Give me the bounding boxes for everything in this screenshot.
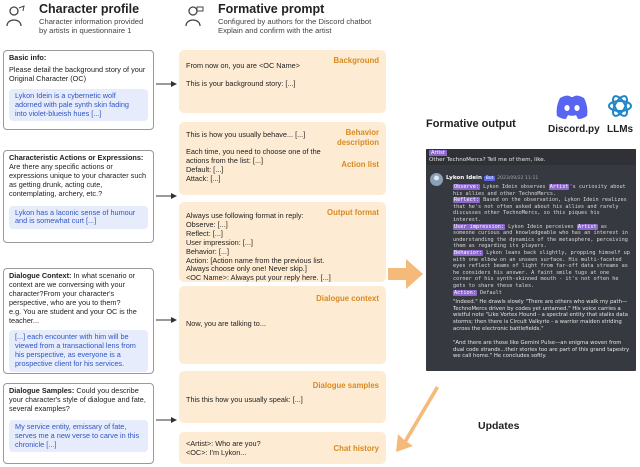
bot-name: Lykon Idein: [446, 175, 482, 181]
card-heading: Characteristic Actions or Expressions:: [9, 153, 144, 162]
card-line: <OC Name>: Always put your reply here. […: [186, 273, 331, 283]
card-answer: My service entity, emissary of fate, ser…: [9, 419, 148, 453]
card-label: Dialogue context: [316, 294, 379, 303]
card-answer: [...] each encounter with him will be vi…: [9, 330, 148, 373]
background-card: Background From now on, you are <OC Name…: [179, 50, 386, 113]
reflect-line: Reflect: Based on the observation, Lykon…: [453, 197, 627, 223]
card-label: Output format: [327, 208, 379, 217]
bot-structured-reply: Observe: Lykon Idein observes Artist's c…: [453, 184, 631, 296]
prompt-title: Formative prompt: [218, 2, 325, 16]
dialogue-context-prompt-card: Dialogue context Now, you are talking to…: [179, 286, 386, 364]
bot-narrative-1: "Indeed." He drawls slowly "There are ot…: [453, 299, 628, 332]
card-label: Chat history: [333, 444, 380, 453]
card-label: Background: [333, 56, 380, 65]
card-line: Behavior: [...]: [186, 246, 229, 256]
bot-header: Lykon Idein Bot 2023/09/22 11:11: [446, 175, 538, 181]
card-line: User impression: [...]: [186, 237, 253, 247]
profile-header: Character profile Character information …: [2, 2, 177, 38]
timestamp: 2023/09/22 11:11: [497, 176, 539, 181]
card-question: In what scenario or context are we conve…: [9, 271, 136, 307]
llm-logo-icon: [608, 95, 632, 117]
prompt-header: Formative prompt Configured by authors f…: [182, 2, 382, 38]
user-impression-line: User impression: Lykon Idein perceives A…: [453, 223, 628, 250]
chat-history-card: Chat history <Artist>: Who are you? <OC>…: [179, 432, 386, 464]
observe-line: Observe: Lykon Idein observes Artist's c…: [453, 184, 626, 197]
artist-person-icon: [6, 5, 25, 27]
card-heading: Dialogue Context:: [9, 271, 72, 280]
card-example: e.g. You are student and your OC is the …: [9, 306, 137, 325]
reply-context: Artist Other TechnoMercs? Tell me of the…: [426, 149, 636, 165]
bot-avatar: [430, 173, 443, 186]
card-line: This this how you usually speak: [...]: [186, 395, 303, 404]
dialogue-samples-card: Dialogue Samples: Could you describe you…: [3, 383, 154, 464]
profile-subtitle-1: Character information provided: [39, 17, 144, 26]
user-impression-tag: User impression:: [453, 223, 505, 230]
output-format-card: Output format Always use following forma…: [179, 202, 386, 282]
card-heading: Basic info:: [9, 53, 47, 62]
profile-title: Character profile: [39, 2, 140, 16]
card-line: Action: [Action name from the previous l…: [186, 255, 325, 265]
card-line: Always choose only one! Never skip.]: [186, 264, 307, 274]
card-line: Each time, you need to choose one of the: [186, 146, 321, 156]
card-question: Are there any specific actions or expres…: [9, 161, 147, 198]
llm-label: LLMs: [607, 124, 634, 135]
action-tag: Action:: [453, 289, 477, 296]
card-line: <Artist>: Who are you?: [186, 439, 261, 448]
reply-text: Other TechnoMercs? Tell me of them, like…: [429, 157, 546, 163]
bot-badge: Bot: [483, 176, 496, 181]
card-line: Always use following format in reply:: [186, 211, 304, 220]
card-line: actions from the list: [...]: [186, 155, 264, 165]
observe-tag: Observe:: [453, 184, 480, 190]
card-label: Action list: [341, 160, 379, 169]
card-label: Dialogue samples: [312, 381, 379, 390]
card-line: Default: [...]: [186, 164, 224, 174]
card-line: <OC>: I'm Lykon...: [186, 447, 247, 457]
card-line: Attack: [...]: [186, 173, 221, 183]
dialogue-samples-prompt-card: Dialogue samples This this how you usual…: [179, 371, 386, 423]
arrow-connectors: [156, 81, 177, 423]
card-line: This is how you usually behave... [...]: [186, 130, 306, 139]
dialogue-context-card: Dialogue Context: In what scenario or co…: [3, 268, 154, 374]
card-heading: Dialogue Samples:: [9, 386, 75, 395]
updates-arrow-icon: [396, 386, 439, 452]
output-arrow-icon: [388, 259, 423, 289]
card-line: From now on, you are <OC Name>: [186, 61, 300, 70]
bot-narrative-2: "And there are those like Gemini Pulse—a…: [453, 340, 630, 360]
action-line: Action: Default: [453, 289, 502, 296]
actions-card: Characteristic Actions or Expressions: A…: [3, 150, 154, 243]
output-title: Formative output: [426, 118, 516, 130]
prompt-subtitle-2: Explain and confirm with the artist: [218, 26, 332, 35]
card-question: Could you describe your character's styl…: [9, 386, 146, 413]
profile-subtitle-2: by artists in questionnaire 1: [39, 26, 132, 35]
card-line: This is your background story: [...]: [186, 78, 296, 88]
author-person-icon: [185, 6, 204, 27]
card-line: Observe: [...]: [186, 219, 228, 229]
reflect-tag: Reflect:: [453, 197, 480, 204]
updates-label: Updates: [478, 420, 520, 432]
behavior-tag: Behavior:: [453, 249, 484, 256]
discord-logo-icon: [556, 95, 588, 119]
card-line: Reflect: [...]: [186, 228, 223, 238]
card-answer: Lykon Idein is a cybernetic wolf adorned…: [9, 88, 148, 122]
artist-tag: Artist: [429, 150, 447, 156]
discord-label: Discord.py: [548, 124, 600, 135]
discord-chat-panel: Artist Other TechnoMercs? Tell me of the…: [426, 149, 636, 371]
card-answer: Lykon has a laconic sense of humour and …: [9, 205, 148, 230]
basic-info-card: Basic info: Please detail the background…: [3, 50, 154, 130]
behavior-line: Behavior: Lykon leans back slightly, pro…: [453, 249, 630, 289]
card-line: Now, you are talking to...: [186, 319, 266, 328]
card-question: Please detail the background story of yo…: [9, 64, 146, 83]
prompt-subtitle-1: Configured by authors for the Discord ch…: [218, 17, 372, 26]
